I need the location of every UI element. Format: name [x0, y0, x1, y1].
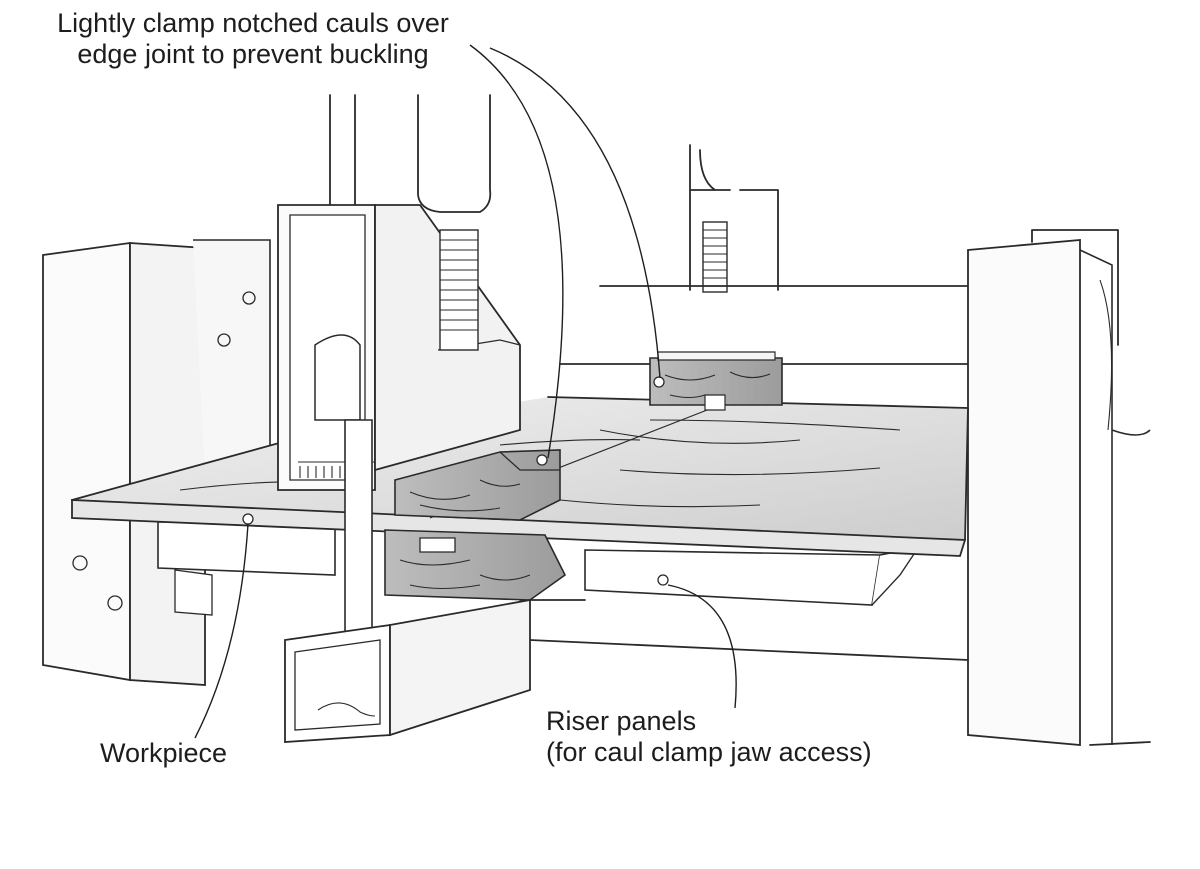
foreground-clamp: [277, 204, 531, 743]
riser-callout-line2: (for caul clamp jaw access): [546, 737, 872, 767]
upper-caul-front: [394, 449, 561, 521]
lower-caul: [384, 529, 567, 601]
riser-callout-line1: Riser panels: [546, 706, 697, 736]
leader-caul-back: [489, 47, 661, 379]
riser-point: [657, 574, 669, 586]
leader-caul-front: [469, 44, 564, 459]
caul-callout: Lightly clamp notched cauls over edge jo…: [8, 8, 498, 70]
leader-lines: [194, 44, 737, 739]
riser-callout: Riser panels (for caul clamp jaw access): [546, 706, 872, 768]
caul-callout-line1: Lightly clamp notched cauls over: [57, 8, 449, 38]
leader-risers: [667, 584, 737, 709]
riser-panel-right: [519, 547, 969, 661]
left-end-block: [42, 239, 271, 686]
caul-callout-line2: edge joint to prevent buckling: [77, 39, 429, 69]
workpiece-point: [242, 513, 254, 525]
leader-workpiece: [194, 523, 249, 739]
right-end-block: [967, 239, 1151, 746]
workpiece-callout: Workpiece: [100, 738, 228, 768]
upper-caul-back: [649, 351, 783, 411]
